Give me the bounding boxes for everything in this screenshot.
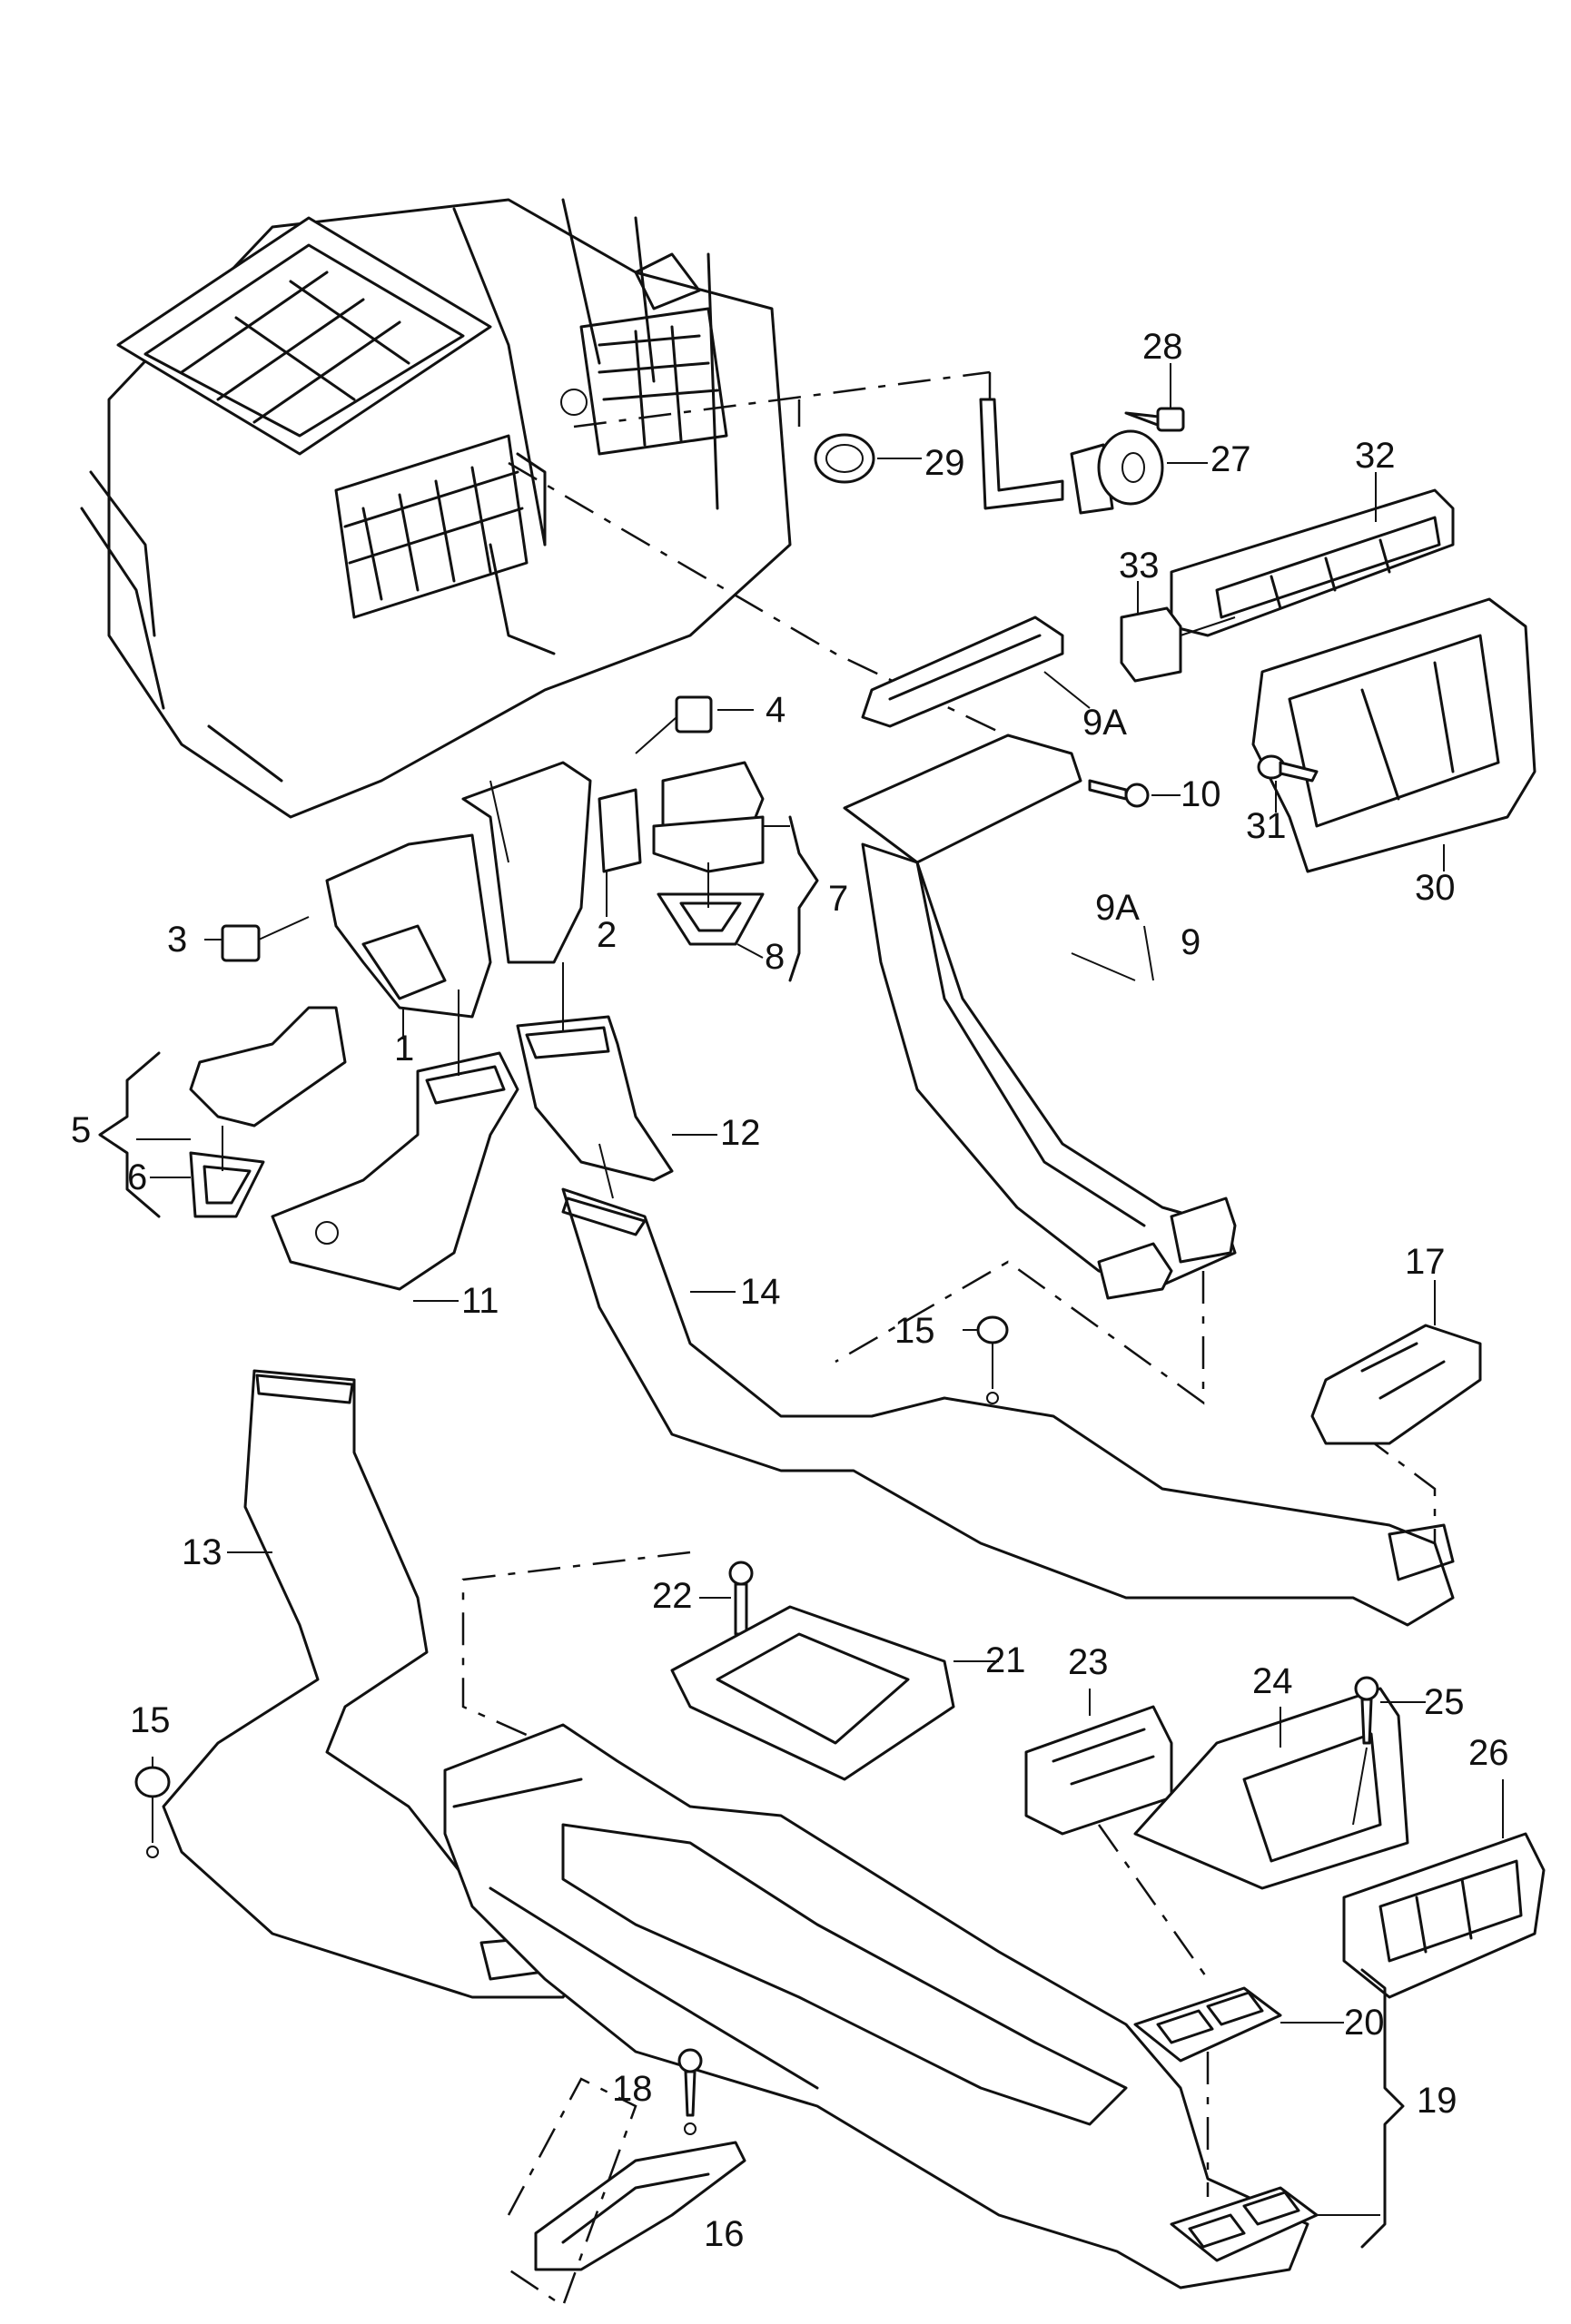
bracket-21-with-screw-22 [670,1561,999,1781]
air-distribution-1-2 [325,761,642,1039]
callout-2: 2 [597,915,618,955]
callout-28: 28 [1142,327,1183,367]
heater-box-assembly [80,198,792,819]
callout-29: 29 [924,443,965,483]
callout-3: 3 [167,920,188,960]
vent-panel-32 [1170,472,1455,637]
callout-21: 21 [985,1640,1026,1680]
duct-12 [516,962,717,1182]
callout-12: 12 [720,1113,761,1153]
callout-15-mid: 15 [894,1311,935,1351]
callout-16: 16 [704,2214,745,2254]
leader-duct-box [461,1260,1437,1745]
callout-9a-mid: 9A [1095,888,1140,928]
callout-20: 20 [1344,2003,1385,2043]
callout-22: 22 [652,1576,693,1616]
screw-31 [1257,754,1319,812]
vent-23 [1024,1689,1173,1836]
callout-23: 23 [1068,1642,1109,1682]
nut-15-mid [963,1315,1009,1404]
callout-7: 7 [828,879,849,919]
callout-30: 30 [1415,868,1456,908]
duct-9-assembly [843,734,1237,1300]
callout-13: 13 [182,1532,222,1572]
screw-25 [1352,1676,1426,1826]
floor-duct-19 [443,1723,1405,2290]
vent-17 [1310,1280,1482,1445]
duct-5-with-seal-6 [98,1006,347,1218]
callout-33: 33 [1119,546,1160,586]
callout-9a-top: 9A [1082,703,1127,743]
leader-29-27 [573,370,992,428]
callout-15-left: 15 [130,1700,171,1740]
callout-18: 18 [612,2069,653,2109]
duct-9a-upper [861,615,1091,728]
callout-24: 24 [1252,1661,1293,1701]
callout-11: 11 [461,1281,499,1321]
leader-9a [508,461,1045,755]
callout-10: 10 [1181,774,1221,814]
duct-14 [561,1143,1455,1627]
callout-9: 9 [1181,922,1201,962]
callout-32: 32 [1355,436,1396,476]
callout-5: 5 [71,1110,92,1150]
screw-10 [1088,779,1181,808]
nut-15-left [134,1757,171,1858]
duct-11 [271,990,519,1302]
callout-27: 27 [1210,439,1251,479]
callout-19: 19 [1417,2081,1457,2121]
callout-17: 17 [1405,1242,1446,1282]
callout-1: 1 [394,1029,415,1068]
sensor-3 [204,916,310,962]
vent-housing-30 [1251,597,1536,873]
trim-16 [507,2077,746,2308]
callout-31: 31 [1246,806,1287,846]
callout-14: 14 [740,1272,781,1312]
callout-25: 25 [1424,1682,1465,1722]
duct-7-with-seal-8 [652,761,819,982]
callout-6: 6 [127,1157,148,1197]
hose-and-sensor-27 [979,398,1208,515]
switch-33 [1120,581,1236,683]
callout-8: 8 [765,937,786,977]
console-cover-24 [1133,1687,1409,1890]
rear-vent-26 [1342,1779,1546,1999]
grommet-29 [814,433,922,484]
sensor-4 [635,695,754,754]
callout-4: 4 [766,690,786,730]
screw-18 [677,2048,703,2135]
screw-28 [1124,363,1185,432]
callout-26: 26 [1468,1733,1509,1773]
